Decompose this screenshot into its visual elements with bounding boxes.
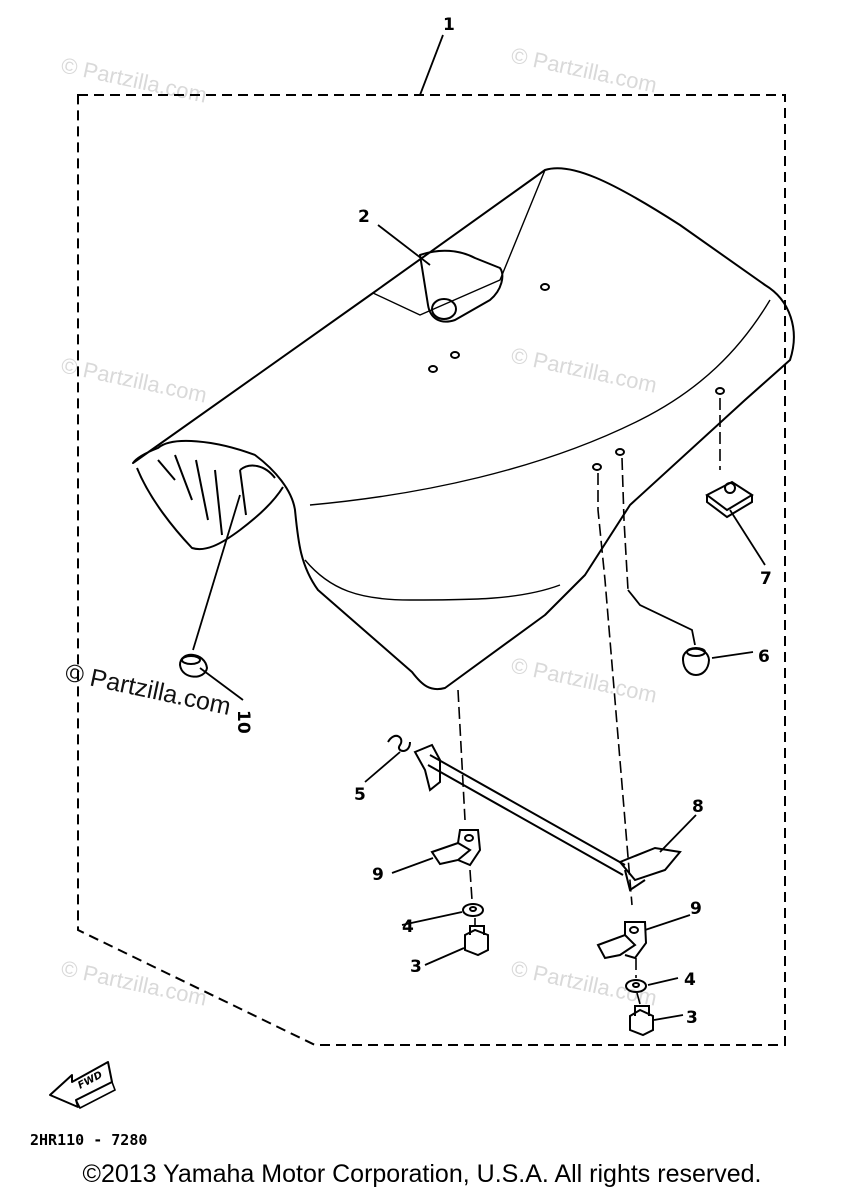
align-line	[621, 457, 629, 591]
watermark: © Partzilla.com	[509, 652, 659, 707]
washer-4-left	[462, 903, 484, 917]
align-line	[636, 992, 641, 1005]
bracket-9-right	[596, 933, 637, 960]
bolt-3-right	[629, 1005, 654, 1037]
spring-5	[387, 734, 411, 752]
hardware	[178, 480, 754, 1037]
watermark: © Partzilla.com	[509, 342, 659, 397]
callout-9-right: 9	[690, 899, 702, 919]
leader-7	[729, 509, 766, 566]
seat-assembly	[132, 167, 795, 691]
callout-3-right: 3	[686, 1008, 698, 1028]
align-line	[457, 689, 466, 821]
bracket-9-right-riser	[624, 921, 648, 960]
clip-nut-7-side	[706, 495, 753, 519]
fwd-arrow-icon: FWD	[49, 1061, 116, 1110]
leader-9-left	[391, 857, 434, 874]
watermark: © Partzilla.com	[59, 52, 209, 107]
callout-2: 2	[358, 207, 370, 227]
bolt-3-left	[464, 925, 489, 957]
washer-4-right-inner	[632, 982, 640, 988]
copyright-notice: ©2013 Yamaha Motor Corporation, U.S.A. A…	[82, 1160, 762, 1188]
callouts: 1 2 7 6 10 5 8 9 9 4 4 3 3	[233, 15, 772, 1028]
lock-plate-8	[618, 846, 682, 882]
callout-10: 10	[233, 710, 253, 734]
callout-4-left: 4	[402, 917, 414, 937]
seat-hole	[715, 387, 725, 395]
align-line	[469, 869, 473, 901]
callout-3-left: 3	[410, 957, 422, 977]
leader-6	[711, 651, 754, 659]
leader-4-right	[647, 977, 679, 986]
callout-1: 1	[443, 15, 455, 35]
align-line	[597, 473, 633, 906]
seat-top-contour	[309, 299, 771, 506]
callout-9-left: 9	[372, 865, 384, 885]
callout-4-right: 4	[684, 970, 696, 990]
leader-2	[377, 224, 431, 266]
damper-10-top	[181, 655, 201, 665]
clip-nut-7-boss	[724, 482, 736, 494]
washer-4-left-inner	[469, 906, 477, 912]
watermarks: © Partzilla.com © Partzilla.com © Partzi…	[59, 42, 659, 1010]
callout-7: 7	[760, 569, 772, 589]
seat-hole	[615, 448, 625, 456]
leader-10	[199, 667, 244, 701]
lock-bracket-left	[413, 743, 441, 792]
callout-6: 6	[758, 647, 770, 667]
seat-hole	[592, 463, 602, 471]
watermark: © Partzilla.com	[59, 955, 209, 1010]
washer-4-right	[625, 979, 647, 993]
callout-8: 8	[692, 797, 704, 817]
leader-10-up	[192, 494, 241, 651]
diagram-code: 2HR110 - 7280	[30, 1131, 147, 1149]
bracket-9-left-hole	[464, 834, 474, 842]
watermark: © Partzilla.com	[59, 352, 209, 407]
leader-8	[659, 814, 697, 853]
seat-strap-end	[431, 298, 457, 320]
leader-lines	[192, 34, 766, 1021]
leader-3-left	[424, 947, 465, 966]
seat-top-ridge	[372, 169, 546, 316]
leader-4-left	[401, 911, 463, 926]
seat-inner-cover	[239, 464, 276, 479]
seat-hole	[450, 351, 460, 359]
leader-3-right	[653, 1014, 684, 1021]
leader-1	[419, 34, 444, 96]
seat-bottom-edge	[304, 559, 561, 601]
seat-strap	[419, 249, 504, 323]
lock-rod-8	[427, 754, 626, 876]
watermark: © Partzilla.com	[509, 42, 659, 97]
leader-9-right	[644, 914, 691, 931]
bracket-9-right-hole	[629, 926, 639, 934]
callout-5: 5	[354, 785, 366, 805]
bracket-9-left-riser	[457, 829, 482, 867]
bracket-9-left	[430, 841, 472, 866]
seat-outline	[132, 167, 795, 691]
alignment-lines	[457, 398, 721, 1005]
seat-underside	[136, 467, 284, 550]
leader-6-from-seat	[627, 589, 696, 646]
seat-hole	[540, 283, 550, 291]
assembly-boundary	[77, 94, 786, 1046]
seat-underside-rib	[157, 454, 247, 536]
seat-hole	[428, 365, 438, 373]
damper-6-top	[686, 647, 706, 657]
leader-5	[364, 751, 401, 783]
